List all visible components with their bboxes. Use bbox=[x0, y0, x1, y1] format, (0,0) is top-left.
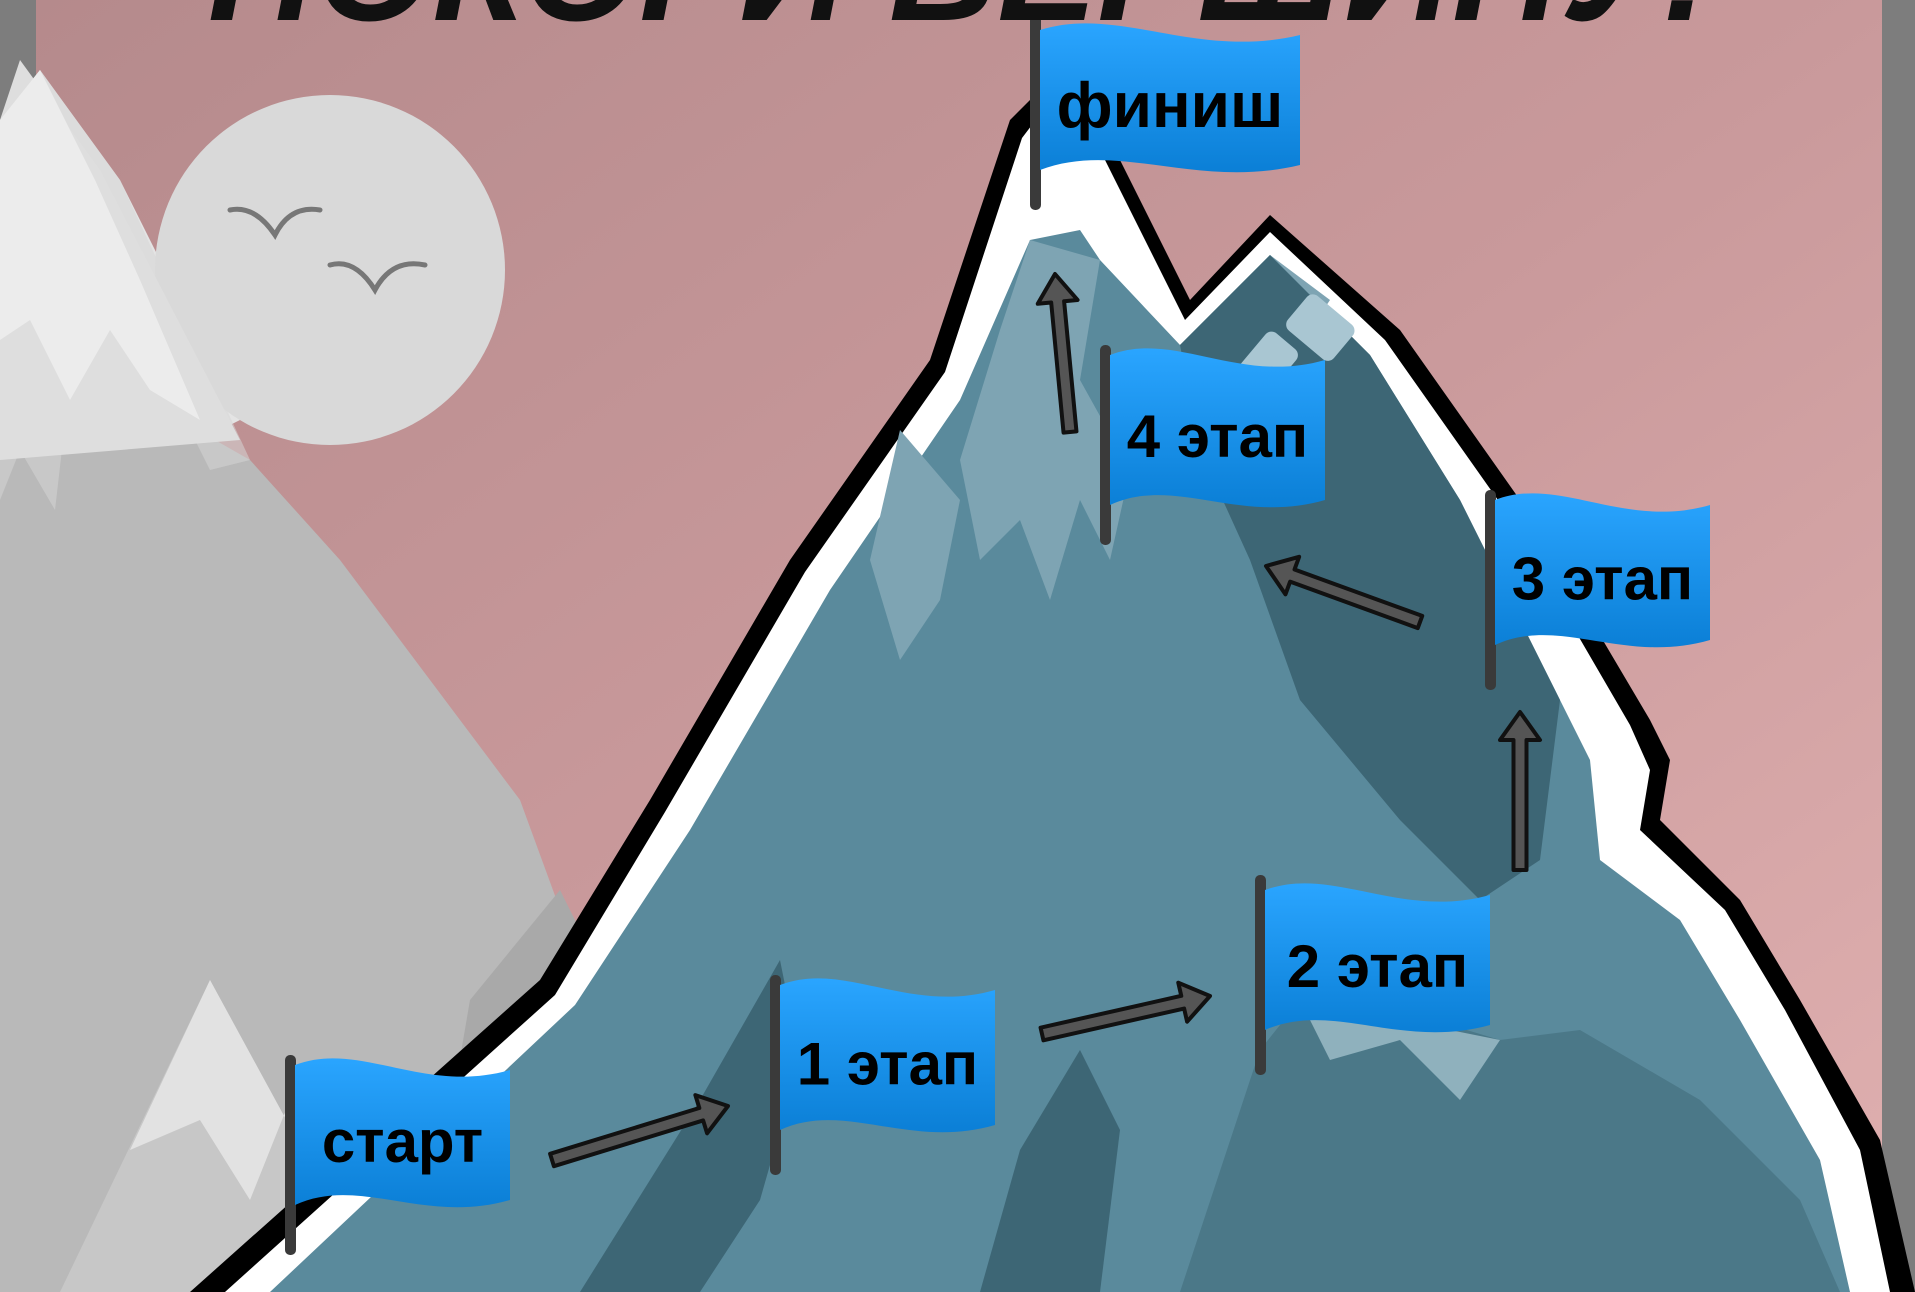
flag-label: финиш bbox=[1057, 69, 1284, 141]
flag-label: 1 этап bbox=[797, 1031, 978, 1098]
flag-pole bbox=[770, 975, 781, 1175]
flag-label: 2 этап bbox=[1287, 933, 1468, 1000]
flag-label: 3 этап bbox=[1512, 546, 1693, 613]
flag-pole bbox=[285, 1055, 296, 1255]
page-title: ПОКОРИ ВЕРШИНУ! bbox=[208, 0, 1712, 52]
flag-pole bbox=[1100, 345, 1111, 545]
flag-label: старт bbox=[322, 1108, 483, 1175]
flag-label: 4 этап bbox=[1127, 403, 1308, 470]
flag-pole bbox=[1255, 875, 1266, 1075]
flag-pole bbox=[1485, 490, 1496, 690]
